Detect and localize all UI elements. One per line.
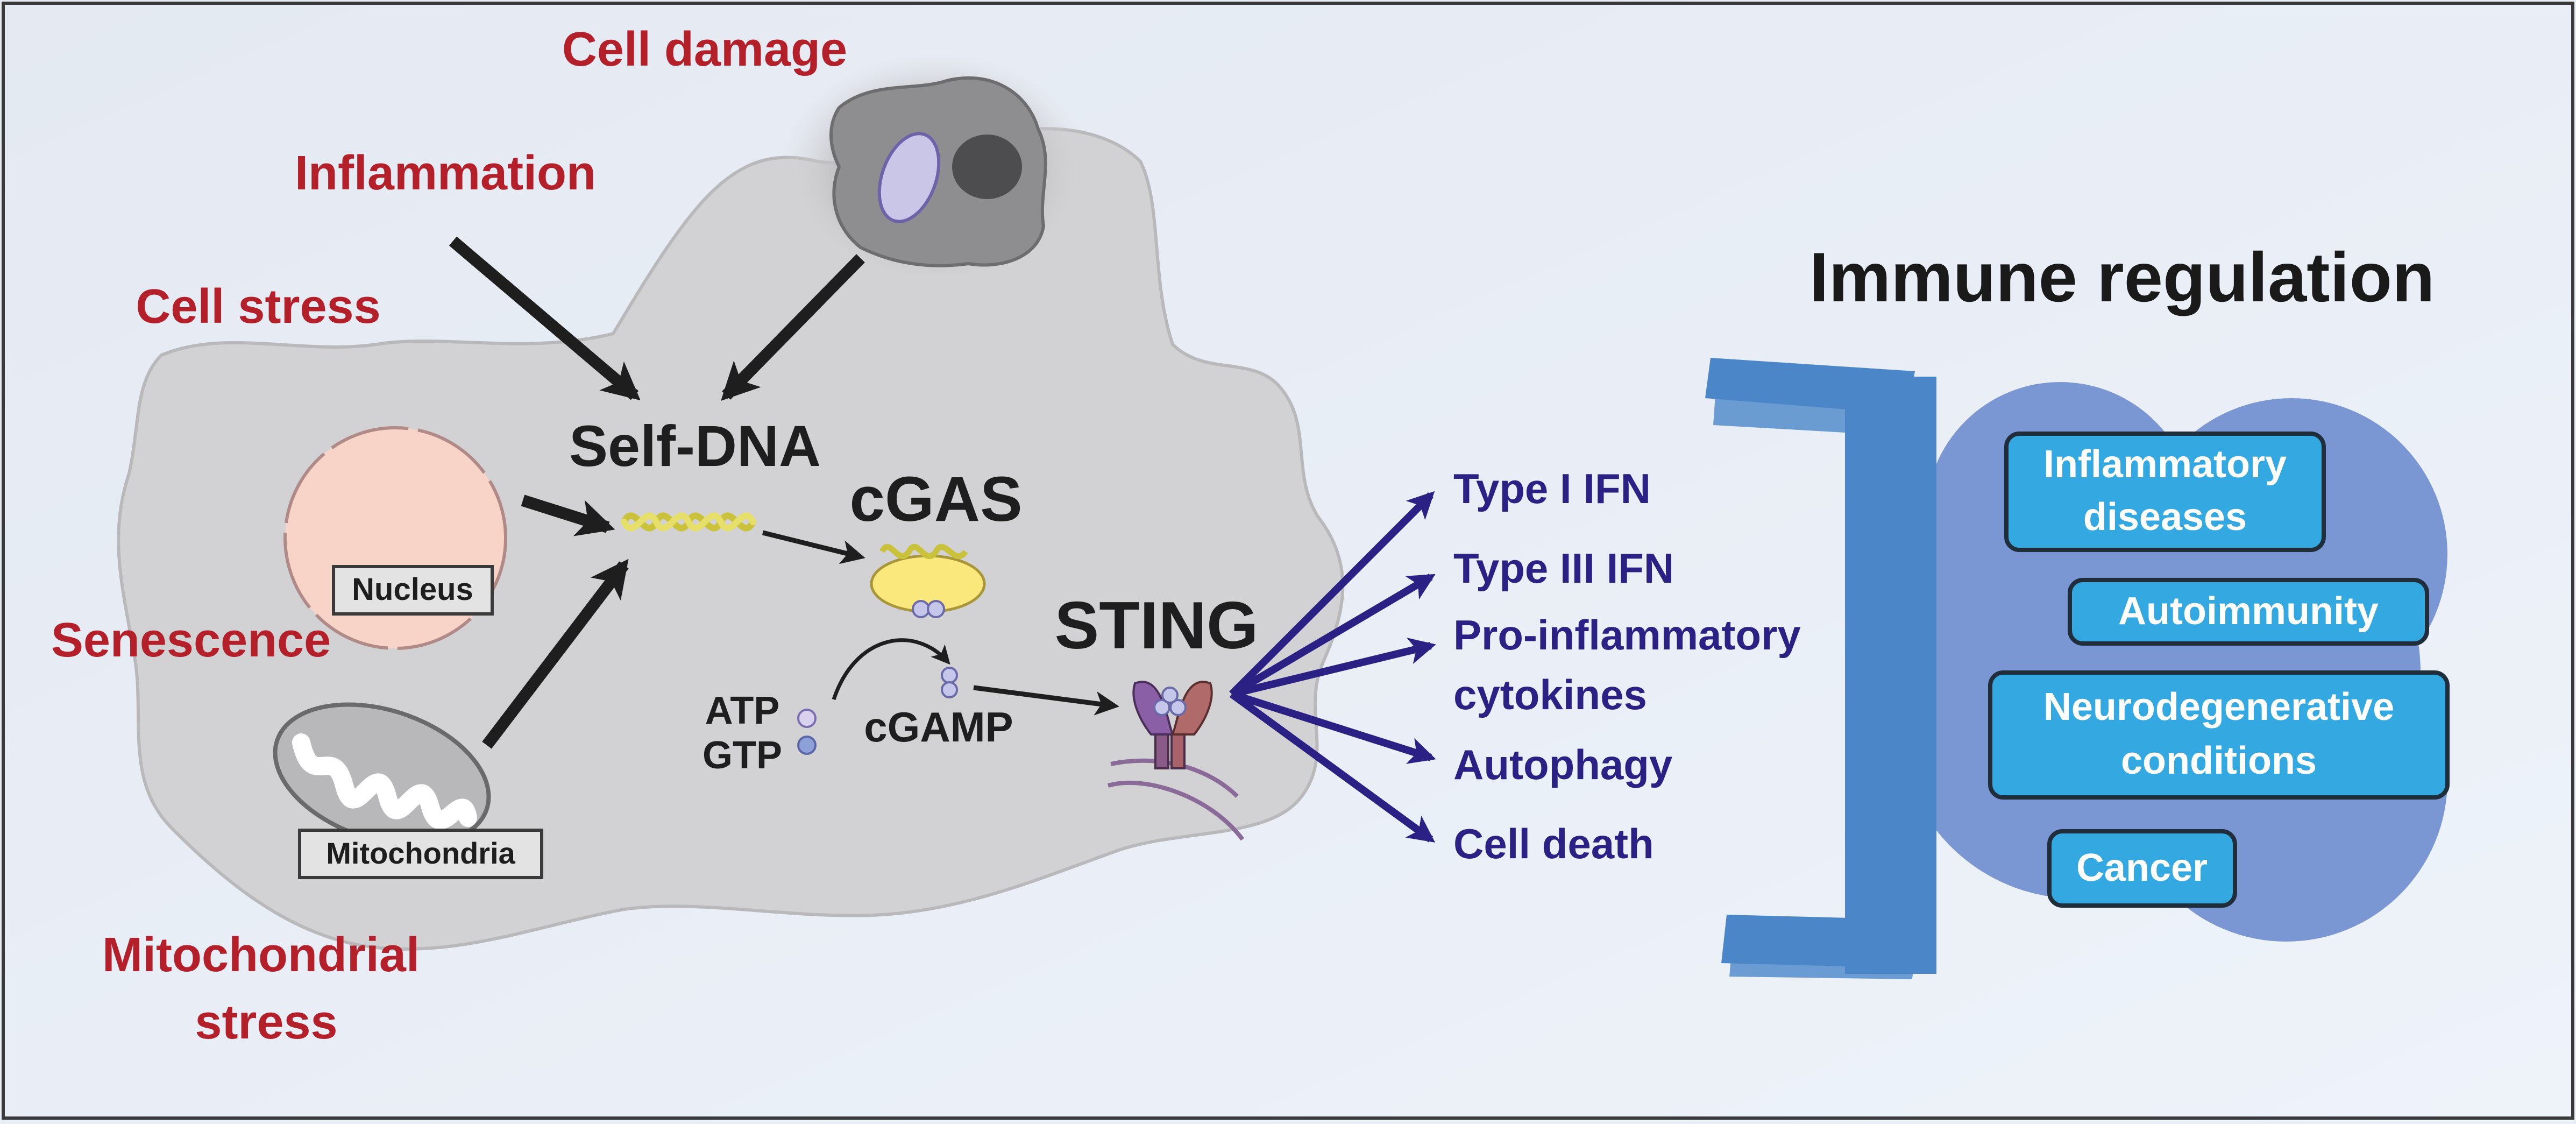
- arrow-to-type1-ifn: [1229, 491, 1435, 697]
- trigger-cell-stress: Cell stress: [136, 280, 380, 334]
- cgas-label: cGAS: [849, 464, 1022, 535]
- output-type3-ifn: Type III IFN: [1453, 545, 1674, 592]
- sting-protein-icon: [1107, 681, 1245, 841]
- box-autoimmunity-label: Autoimmunity: [2118, 590, 2379, 633]
- cgamp-molecule-icon-2: [941, 681, 958, 698]
- dna-helix-icon: [621, 512, 756, 532]
- atp-label: ATP: [705, 689, 780, 732]
- arrow-to-type3-ifn: [1230, 573, 1436, 698]
- output-type1-ifn: Type I IFN: [1453, 465, 1651, 512]
- gtp-molecule-icon: [797, 736, 817, 755]
- arrow-to-cytokines: [1231, 638, 1436, 698]
- arrow-to-cell-death: [1229, 691, 1436, 843]
- mitochondria-label: Mitochondria: [326, 836, 515, 870]
- arrow-to-autophagy: [1230, 690, 1436, 764]
- arrow-damage-to-dna: [721, 254, 865, 401]
- sting-label: STING: [1055, 589, 1259, 663]
- trigger-mito-stress-line2: stress: [195, 995, 337, 1049]
- arrow-dna-to-cgas: [762, 530, 865, 564]
- output-cell-death: Cell death: [1453, 820, 1654, 867]
- trigger-mito-stress-line1: Mitochondrial: [102, 928, 420, 982]
- box-inflammatory-diseases-line1: Inflammatory: [2043, 443, 2287, 486]
- cgamp-molecule-icon: [941, 667, 958, 684]
- output-pro-inflammatory-line1: Pro-inflammatory: [1453, 611, 1801, 659]
- cgamp-label: cGAMP: [864, 703, 1013, 751]
- box-neurodegenerative-line1: Neurodegenerative: [2043, 685, 2394, 729]
- damaged-mito-icon: [877, 132, 941, 223]
- arrow-nucleus-to-dna: [521, 494, 615, 536]
- box-autoimmunity: [2068, 578, 2429, 646]
- nucleus-label-box: [332, 565, 494, 616]
- arrow-inflammation-to-dna: [449, 236, 641, 401]
- immune-regulation-title: Immune regulation: [1809, 238, 2435, 316]
- cgas-enzyme-icon: [870, 544, 986, 618]
- output-autophagy: Autophagy: [1453, 741, 1672, 788]
- trigger-senescence: Senescence: [51, 613, 331, 667]
- gtp-label: GTP: [702, 734, 782, 777]
- damaged-nucleus-icon: [952, 135, 1022, 199]
- nucleus-label: Nucleus: [352, 572, 473, 607]
- mitochondria-label-box: [298, 829, 543, 879]
- self-dna-label: Self-DNA: [569, 413, 821, 478]
- trigger-inflammation: Inflammation: [295, 146, 596, 200]
- bracket-brush-icon: [1705, 358, 1936, 979]
- arrow-atp-to-cgamp: [832, 638, 950, 701]
- box-inflammatory-diseases-line2: diseases: [2083, 496, 2247, 539]
- box-cancer: [2047, 829, 2237, 908]
- atp-molecule-icon: [797, 709, 817, 728]
- box-cancer-label: Cancer: [2076, 846, 2208, 889]
- arrow-mito-to-dna: [482, 559, 629, 749]
- output-pro-inflammatory-line2: cytokines: [1453, 671, 1647, 718]
- mitochondria-icon: [273, 702, 491, 847]
- box-inflammatory-diseases: [2004, 432, 2326, 552]
- box-neurodegenerative: [1988, 670, 2450, 800]
- arrow-cgamp-to-sting: [973, 685, 1119, 716]
- box-neurodegenerative-line2: conditions: [2121, 739, 2317, 782]
- trigger-cell-damage: Cell damage: [562, 23, 847, 76]
